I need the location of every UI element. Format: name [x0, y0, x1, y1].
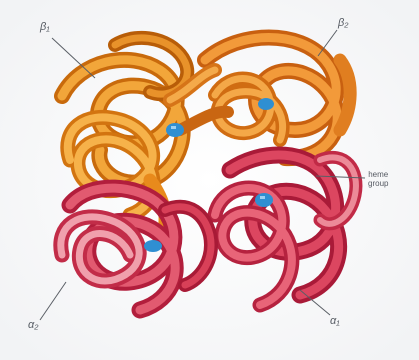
heme-highlight	[171, 126, 176, 129]
label-heme-line1: heme	[368, 170, 388, 179]
heme-group-alpha1	[144, 240, 162, 252]
heme-group-beta2	[258, 98, 274, 110]
heme-group-alpha2	[255, 193, 273, 207]
heme-group-beta1	[166, 123, 184, 137]
heme-highlight	[260, 196, 265, 199]
label-alpha1: α₁	[330, 316, 340, 327]
label-beta2: β₂	[338, 18, 348, 29]
label-heme-group: heme group	[368, 170, 388, 188]
label-alpha2: α₂	[28, 320, 38, 331]
label-beta1: β₁	[40, 22, 50, 33]
label-heme-line2: group	[368, 179, 388, 188]
